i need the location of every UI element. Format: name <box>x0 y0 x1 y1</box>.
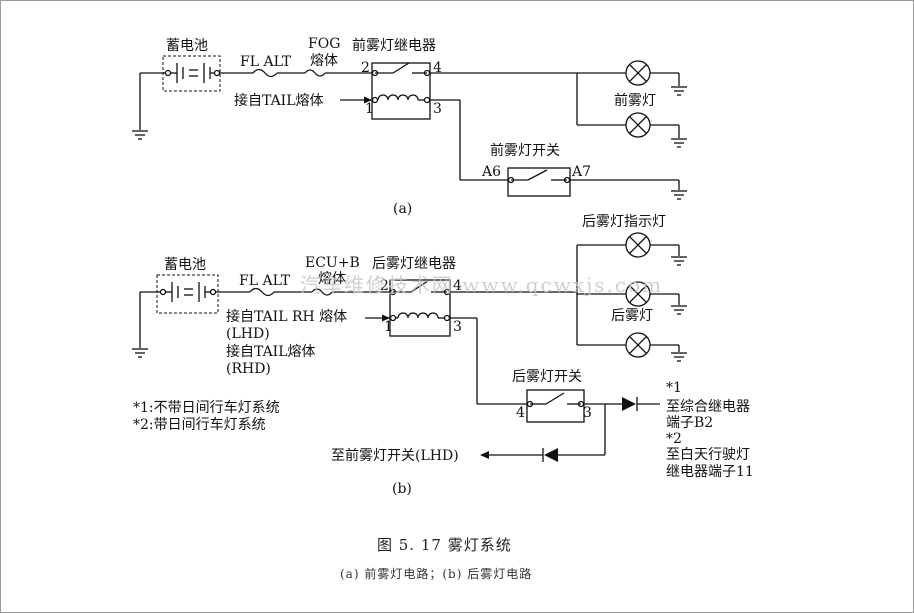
star-1: *1 <box>666 380 682 396</box>
ground-icon <box>670 86 688 96</box>
fuse-icon <box>249 287 275 297</box>
fl-alt-label: FL ALT <box>240 54 292 70</box>
fuse-icon <box>252 68 278 78</box>
relay-pin-1: 1 <box>365 101 374 117</box>
relay-b-pin-1: 1 <box>384 319 393 335</box>
tail-label: 接自TAIL熔体 <box>226 343 316 360</box>
lamp-icon <box>625 60 651 86</box>
tag-a: (a) <box>393 201 412 217</box>
relay-pin-3: 3 <box>433 101 442 117</box>
pin-a7: A7 <box>571 164 591 180</box>
lamp-icon <box>625 112 651 138</box>
tail-rh-label: 接自TAIL RH 熔体 <box>226 308 347 325</box>
lhd-label: (LHD) <box>226 326 270 342</box>
to-relay-label: 至综合继电器 <box>666 399 750 415</box>
ecu-fuse-label-2: 熔体 <box>318 271 346 287</box>
tag-b: (b) <box>392 481 412 497</box>
relay-b <box>389 279 451 337</box>
rhd-label: (RHD) <box>226 361 271 377</box>
to-front-switch-label: 至前雾灯开关(LHD) <box>331 447 459 464</box>
to-relay-label-2: 端子B2 <box>666 415 713 431</box>
switch-pin-3: 3 <box>583 405 592 421</box>
battery-b <box>140 274 219 314</box>
circuit-b: 蓄电池 FL ALT ECU+B 熔体 后雾灯继电器 2 4 1 3 接自TAI… <box>131 214 754 497</box>
relay-pin-2: 2 <box>361 60 370 76</box>
relay-label: 前雾灯继电器 <box>352 37 436 54</box>
fog-fuse-label: FOG <box>308 36 340 52</box>
battery-label-b: 蓄电池 <box>164 257 206 273</box>
rear-fog-switch-label: 后雾灯开关 <box>512 369 582 385</box>
note-1: *1:不带日间行车灯系统 <box>133 399 280 416</box>
ground-icon <box>670 352 688 362</box>
diode-icon <box>622 397 638 411</box>
switch-pin-4: 4 <box>516 405 525 421</box>
ground-icon <box>131 130 149 140</box>
to-drl-label: 至白天行驶灯 <box>666 447 750 463</box>
to-drl-label-2: 继电器端子11 <box>666 464 754 480</box>
relay-label-b: 后雾灯继电器 <box>372 256 456 272</box>
battery-a <box>140 55 221 92</box>
relay-pin-4: 4 <box>433 60 442 76</box>
ground-icon <box>670 190 688 200</box>
star-2: *2 <box>666 431 682 447</box>
fl-alt-label-b: FL ALT <box>239 273 291 289</box>
arrow-left-icon <box>480 451 489 459</box>
relay-b-pin-4: 4 <box>453 278 462 294</box>
relay-a <box>371 62 431 120</box>
relay-b-pin-2: 2 <box>380 278 389 294</box>
front-fog-lamps-label: 前雾灯 <box>614 92 656 109</box>
diode-icon <box>542 448 558 462</box>
battery-label: 蓄电池 <box>166 38 208 54</box>
lamp-icon <box>625 332 651 358</box>
pin-a6: A6 <box>481 164 501 180</box>
note-2: *2:带日间行车灯系统 <box>133 416 266 433</box>
relay-b-pin-3: 3 <box>453 319 462 335</box>
front-fog-switch-label: 前雾灯开关 <box>490 142 560 159</box>
front-fog-switch <box>507 167 571 197</box>
ground-icon <box>670 138 688 148</box>
circuit-a: 蓄电池 FL ALT FOG 熔体 前雾灯继电器 2 4 1 3 接自TAIL熔… <box>131 36 688 217</box>
rear-fog-lamps-label: 后雾灯 <box>611 308 653 324</box>
rear-fog-switch <box>526 389 585 423</box>
fuse-icon <box>311 288 333 296</box>
figure-subcaption: (a) 前雾灯电路；(b) 后雾灯电路 <box>340 566 532 581</box>
fog-fuse-label-2: 熔体 <box>310 53 338 69</box>
fuse-icon <box>304 69 326 77</box>
figure-caption: 图 5. 17 雾灯系统 <box>377 536 512 554</box>
tail-feed-label: 接自TAIL熔体 <box>234 92 324 109</box>
watermark: 汽车维修技术网 www.qcwxjs.com <box>300 273 663 297</box>
ground-icon <box>131 348 149 358</box>
indicator-label: 后雾灯指示灯 <box>582 214 666 230</box>
ground-icon <box>670 305 688 315</box>
ecu-fuse-label: ECU+B <box>305 255 360 271</box>
ground-icon <box>670 256 688 266</box>
lamp-icon <box>625 232 651 258</box>
